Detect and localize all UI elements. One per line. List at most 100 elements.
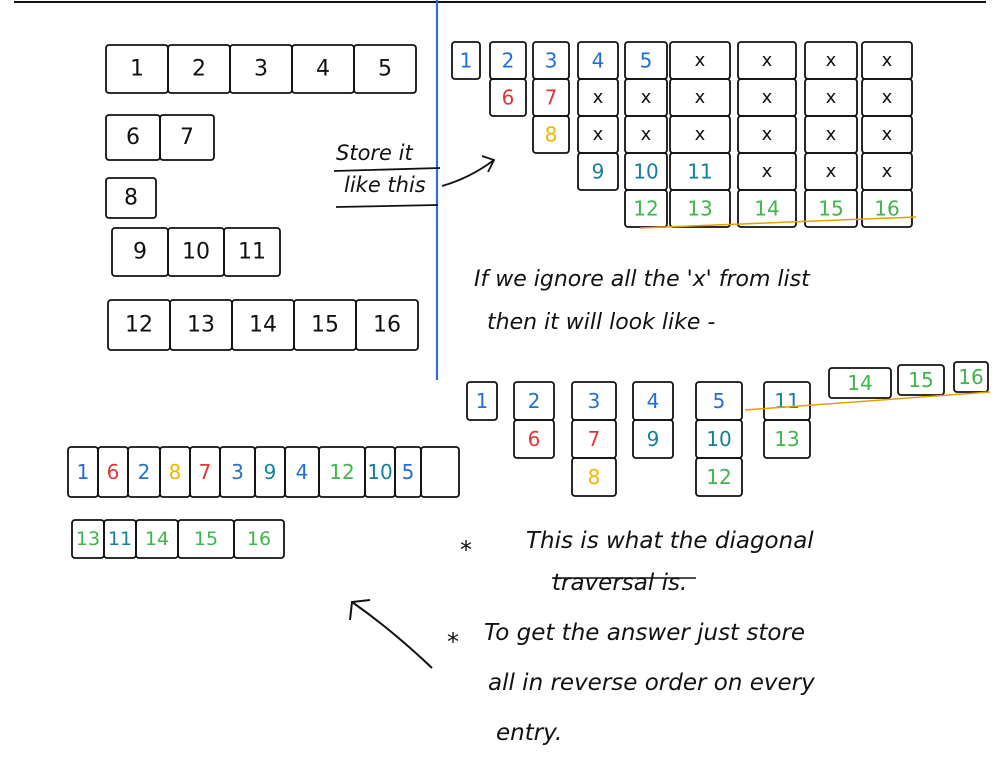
result-cell-value: 2: [528, 389, 541, 413]
grid-cell: [669, 189, 731, 228]
input-cell-value: 3: [254, 57, 268, 82]
store-label-line-1: Store it: [336, 141, 413, 165]
output-cell-value: 8: [169, 460, 182, 484]
grid-cell-x: x: [762, 161, 773, 182]
grid-cell: [451, 41, 481, 80]
input-cell-value: 5: [378, 57, 392, 82]
grid-cell-x: x: [762, 87, 773, 108]
result-cell-value: 16: [958, 365, 983, 389]
bullet-1: *: [460, 536, 472, 564]
grid-cell-x: x: [826, 50, 837, 71]
grid-cell-x: x: [826, 161, 837, 182]
input-cell-value: 7: [180, 125, 194, 150]
grid-cell-x: x: [826, 87, 837, 108]
output-cell-value: 10: [367, 460, 392, 484]
output-cell-value: 11: [108, 528, 132, 550]
note-diagonal-line-1: This is what the diagonal: [526, 528, 814, 554]
output-cell-value: 15: [194, 528, 218, 550]
grid-cell-x: x: [695, 50, 706, 71]
result-cell: [632, 419, 674, 459]
grid-cell: [489, 78, 527, 117]
grid-cell-value: 8: [545, 123, 558, 147]
output-cell-value: 4: [296, 460, 309, 484]
input-cell-value: 6: [126, 125, 140, 150]
input-cell-value: 10: [182, 240, 210, 265]
output-cell-value: 9: [264, 460, 277, 484]
result-cell-value: 14: [847, 371, 872, 395]
output-cell-value: 2: [138, 460, 151, 484]
output-cell-value: 12: [329, 460, 354, 484]
note-answer-line-1: To get the answer just store: [484, 620, 805, 646]
output-cell-value: 13: [76, 528, 100, 550]
result-cell: [466, 381, 498, 421]
result-cell-value: 1: [476, 389, 489, 413]
input-cell-value: 13: [187, 313, 215, 338]
result-underline: [744, 391, 991, 411]
input-cell-value: 4: [316, 57, 330, 82]
result-cell-value: 10: [706, 427, 731, 451]
input-cell-value: 14: [249, 313, 277, 338]
note-answer-line-2: all in reverse order on every: [488, 670, 815, 696]
input-cell: [353, 44, 417, 94]
grid-cell-value: 6: [502, 86, 515, 110]
note-ignore-line-2: then it will look like -: [487, 310, 715, 335]
grid-cell: [861, 189, 913, 228]
result-cell: [897, 364, 945, 396]
store-label-group: Store it like this: [333, 141, 496, 208]
input-cell-value: 16: [373, 313, 401, 338]
grid-cell-x: x: [593, 124, 604, 145]
result-cell-value: 5: [713, 389, 726, 413]
grid-cell-value: 12: [633, 197, 658, 221]
grid-cell-value: 14: [754, 197, 779, 221]
result-cell-value: 13: [774, 427, 799, 451]
grid-cell-value: 10: [633, 160, 658, 184]
result-cell-value: 3: [588, 389, 601, 413]
input-cell-value: 15: [311, 313, 339, 338]
grid-cell-value: 11: [687, 160, 712, 184]
bullet-2: *: [447, 628, 459, 656]
result-cell-value: 8: [588, 465, 601, 489]
grid-cell-x: x: [882, 161, 893, 182]
grid-cell-x: x: [882, 50, 893, 71]
input-cell: [355, 299, 419, 351]
grid-cell-value: 2: [502, 49, 515, 73]
grid-cell: [624, 189, 668, 228]
grid-cell-value: 5: [640, 49, 653, 73]
grid-cell-x: x: [641, 87, 652, 108]
input-cell-value: 2: [192, 57, 206, 82]
grid-cell-value: 4: [592, 49, 605, 73]
output-cell: [233, 519, 285, 559]
grid-cell-value: 15: [818, 197, 843, 221]
result-cell-value: 11: [774, 389, 799, 413]
input-cell-value: 9: [133, 240, 147, 265]
store-label-underline-2: [335, 204, 439, 208]
result-cell-value: 12: [706, 465, 731, 489]
grid-cell-x: x: [882, 124, 893, 145]
result-cell-value: 7: [588, 427, 601, 451]
result-cell: [513, 419, 555, 459]
output-cell-value: 1: [77, 460, 90, 484]
grid-cell: [577, 152, 619, 191]
output-cell-value: 6: [107, 460, 120, 484]
output-cell-value: 3: [231, 460, 244, 484]
grid-cell: [532, 115, 570, 154]
input-cell: [223, 227, 281, 277]
grid-cell: [737, 189, 797, 228]
arrow-to-output: [351, 601, 433, 669]
input-cell: [159, 114, 215, 161]
grid-cell-x: x: [593, 87, 604, 108]
note-diagonal-line-2: traversal is.: [552, 570, 687, 596]
grid-cell-x: x: [882, 87, 893, 108]
result-cell-value: 15: [908, 368, 933, 392]
input-cell: [105, 177, 157, 219]
grid-cell-x: x: [695, 124, 706, 145]
arrow-to-grid: [441, 159, 495, 187]
note-answer-line-3: entry.: [496, 720, 562, 746]
output-cell-value: 14: [145, 528, 169, 550]
store-label-underline-1: [333, 167, 441, 172]
result-cell-value: 9: [647, 427, 660, 451]
input-cell-value: 11: [238, 240, 266, 265]
